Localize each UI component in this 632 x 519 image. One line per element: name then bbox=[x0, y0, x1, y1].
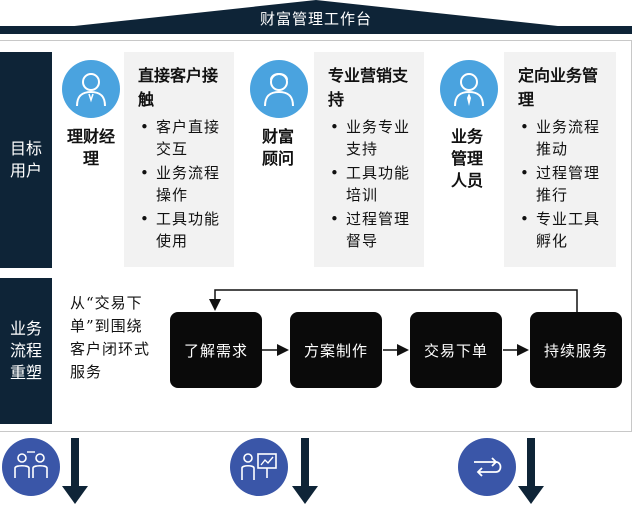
card-bullet: 业务专业支持 bbox=[328, 116, 414, 160]
card-title: 定向业务管理 bbox=[518, 66, 599, 109]
banner-title: 财富管理工作台 bbox=[259, 10, 372, 28]
process-step-order-placement: 交易下单 bbox=[410, 312, 502, 388]
banner-shape bbox=[0, 0, 632, 34]
role-card-manager: 直接客户接触 客户直接交互 业务流程操作 工具功能使用 bbox=[124, 52, 234, 267]
card-bullet: 专业工具孵化 bbox=[518, 208, 606, 252]
card-bullet: 业务流程推动 bbox=[518, 116, 606, 160]
row-label-process: 业务流程重塑 bbox=[0, 278, 52, 424]
row-label-process-text: 业务流程重塑 bbox=[9, 319, 42, 382]
down-arrow-icon bbox=[60, 438, 90, 512]
cycle-arrows-icon bbox=[458, 438, 516, 496]
role-card-advisor: 专业营销支持 业务专业支持 工具功能培训 过程管理督导 bbox=[314, 52, 424, 267]
card-bullet: 业务流程操作 bbox=[138, 162, 224, 206]
card-bullet: 过程管理推行 bbox=[518, 162, 606, 206]
advisor-avatar-icon bbox=[250, 60, 308, 118]
role-name-business-manager: 业务管理人员 bbox=[450, 127, 483, 190]
down-arrow-icon bbox=[290, 438, 320, 512]
row-label-target-users: 目标用户 bbox=[0, 52, 52, 268]
process-step-plan-creation: 方案制作 bbox=[290, 312, 382, 388]
role-name-advisor: 财富顾问 bbox=[261, 127, 294, 168]
card-bullet: 客户直接交互 bbox=[138, 116, 224, 160]
card-title: 专业营销支持 bbox=[328, 66, 409, 109]
meeting-people-icon bbox=[2, 438, 60, 496]
card-title: 直接客户接触 bbox=[138, 66, 219, 109]
role-name-manager: 理财经理 bbox=[66, 127, 115, 168]
manager-avatar-icon bbox=[62, 60, 120, 118]
business-manager-avatar-icon bbox=[440, 60, 498, 118]
process-step-continuous-service: 持续服务 bbox=[530, 312, 622, 388]
card-bullet: 工具功能使用 bbox=[138, 208, 224, 252]
process-description: 从“交易下单”到围绕客户闭环式服务 bbox=[70, 294, 151, 381]
presentation-icon bbox=[230, 438, 288, 496]
process-step-understand-needs: 了解需求 bbox=[170, 312, 262, 388]
down-arrow-icon bbox=[516, 438, 546, 512]
role-card-business-manager: 定向业务管理 业务流程推动 过程管理推行 专业工具孵化 bbox=[504, 52, 616, 267]
card-bullet: 工具功能培训 bbox=[328, 162, 414, 206]
row-label-target-users-text: 目标用户 bbox=[9, 139, 42, 180]
card-bullet: 过程管理督导 bbox=[328, 208, 414, 252]
banner: 财富管理工作台 bbox=[0, 0, 632, 34]
